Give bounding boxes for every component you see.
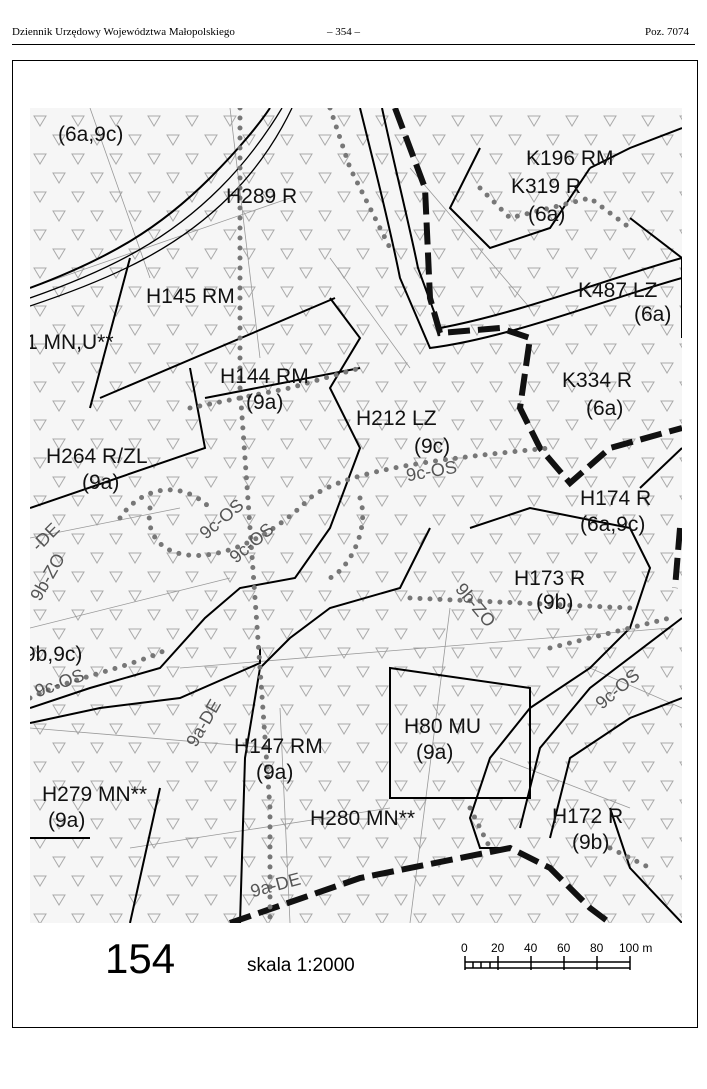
parcel-label: H80 MU (404, 715, 482, 738)
scale-tick: 60 (557, 941, 571, 955)
parcel-label: 1 MN,U** (30, 331, 114, 354)
parcel-label: H144 RM (220, 365, 309, 388)
parcel-label: (6a,9c) (580, 513, 646, 536)
journal-title: Dziennik Urzędowy Województwa Małopolski… (12, 26, 235, 38)
road-top-left (30, 108, 293, 307)
parcel-label: (9a) (48, 809, 86, 832)
scale-label: skala 1:2000 (247, 955, 355, 976)
parcel-label: K487 LZ (578, 279, 658, 302)
parcel-label: K334 R (562, 369, 633, 392)
scale-tick: 100 m (619, 941, 652, 955)
scale-tick: 80 (590, 941, 604, 955)
parcel-label: (9b) (536, 591, 574, 614)
scale-tick: 20 (491, 941, 505, 955)
parcel-label: (9c) (414, 435, 451, 458)
page-number: – 354 – (327, 26, 360, 38)
zone-dotted (30, 108, 673, 923)
position-number: Poz. 7074 (645, 26, 689, 38)
header-rule (12, 44, 695, 45)
map-excerpt: (6a,9c) H289 R K196 RM K319 R (6a) K487 … (30, 108, 682, 923)
sheet-number: 154 (105, 935, 176, 982)
orchard-hatching (30, 108, 682, 923)
scale-tick: 0 (461, 941, 468, 955)
parcel-label: H147 RM (234, 735, 323, 758)
parcel-label: H264 R/ZL (46, 445, 148, 468)
parcel-label: (6a) (634, 303, 672, 326)
parcel-label: (9b) (572, 831, 610, 854)
road-corridor (30, 108, 682, 923)
parcel-label: H145 RM (146, 285, 235, 308)
parcel-label: H172 R (552, 805, 624, 828)
parcel-label: (6a) (528, 203, 566, 226)
plan-boundary (229, 108, 682, 923)
scale-bar: 0 20 40 60 80 100 m (461, 941, 652, 970)
cadastral-lines (30, 108, 682, 923)
parcel-label: (9a) (82, 471, 120, 494)
parcel-label: (6a) (586, 397, 624, 420)
parcel-label: (6a,9c) (58, 123, 124, 146)
parcel-label: H212 LZ (356, 407, 437, 430)
parcel-label: (9a) (416, 741, 454, 764)
parcel-label: H280 MN** (310, 807, 416, 830)
scale-tick: 40 (524, 941, 538, 955)
parcel-label: H289 R (226, 185, 298, 208)
parcel-label: H173 R (514, 567, 586, 590)
parcel-label: K319 R (511, 175, 582, 198)
parcel-label: H174 R (580, 487, 652, 510)
parcel-label: (9a) (246, 391, 284, 414)
page-frame (12, 60, 698, 1028)
parcel-label: K196 RM (526, 147, 614, 170)
parcel-label: (9a) (256, 761, 294, 784)
parcel-label: H279 MN** (42, 783, 148, 806)
map-drawing (30, 108, 682, 923)
parcel-label: 9b,9c) (30, 643, 83, 666)
